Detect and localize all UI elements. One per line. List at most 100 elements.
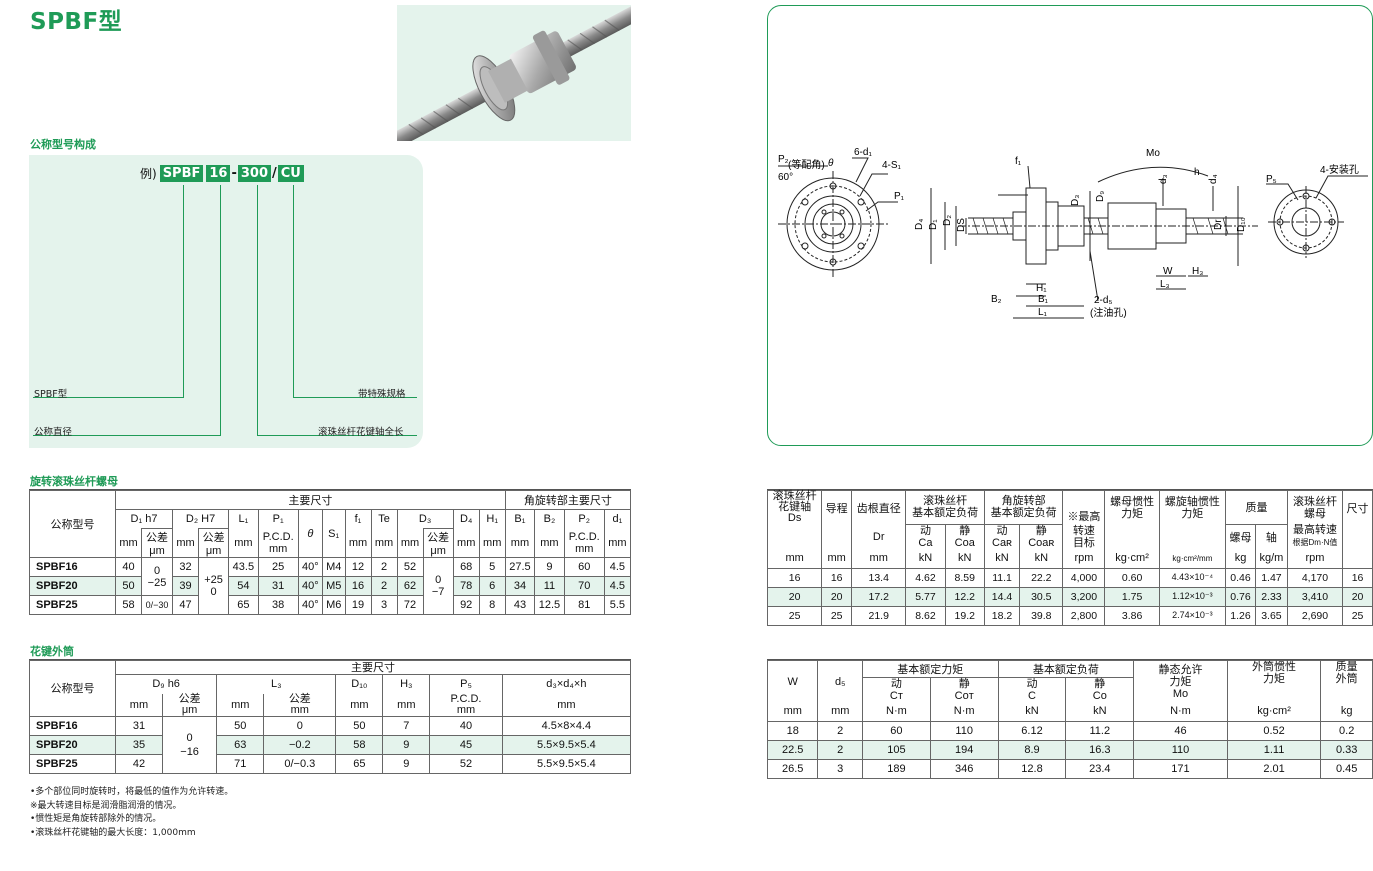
u-h1: mm [478, 528, 506, 558]
dim-H3: H₃ [1192, 266, 1203, 277]
dim-4s1: 4-S₁ [882, 160, 902, 171]
product-photo [397, 5, 631, 141]
dim-D9: D₉ [1095, 191, 1106, 202]
dim-6d1: 6-d₁ [854, 147, 872, 158]
dim-equal-angle: (等配角) [788, 158, 825, 171]
th-h1: H₁ [478, 509, 506, 529]
dim-h: h [1194, 167, 1200, 178]
dim-f1: f₁ [1015, 156, 1022, 167]
dim-D1: D₁ [928, 219, 939, 230]
nut-table-rule [29, 489, 631, 491]
u-d4: mm [452, 528, 480, 558]
nut-dimensions-table: 公称型号 主要尺寸 角旋转部主要尺寸 D₁ h7 D₂ H7 L₁ P₁ θ S… [29, 490, 632, 615]
th-theta: θ [297, 509, 323, 558]
code-separator-dash: - [231, 166, 237, 181]
th-d3: D₃ [396, 509, 454, 529]
label-special: 带特殊规格 [358, 389, 406, 400]
th-b2: B₂ [534, 509, 565, 529]
dim-L1: L₁ [1038, 307, 1048, 318]
dim-Dr: Dr [1213, 219, 1224, 230]
label-length: 滚珠丝杆花键轴全长 [318, 427, 404, 438]
code-length: 300 [237, 165, 272, 182]
u-d1h: mm [603, 528, 632, 558]
label-diameter: 公称直径 [34, 427, 73, 438]
dim-d4: d₄ [1208, 174, 1219, 184]
th-shaft-inertia: 螺旋轴惯性力矩 [1158, 490, 1227, 524]
code-special: CU [277, 165, 304, 182]
u-b1: mm [504, 528, 536, 558]
table-row: SPBF20 50 39 54 31 40° M5 16 2 62 78 6 3… [29, 576, 632, 596]
spline-table-heading: 花键外筒 [30, 645, 74, 658]
th-p1: P₁ [257, 509, 299, 529]
u-p1: P.C.D.mm [257, 528, 299, 558]
dim-60deg: 60° [778, 172, 793, 183]
th-model: 公称型号 [29, 490, 116, 558]
table-row: SPBF20 35 63 −0.2 58 9 45 5.5×9.5×5.4 [29, 734, 632, 755]
spline-nut-table: 公称型号 主要尺寸 D₉ h6 L₃ D₁₀ H₃ P₅ d₃×d₄×h mm … [29, 660, 632, 774]
dim-D10: D₁₀ [1236, 217, 1247, 232]
leader-line-diameter [33, 185, 221, 436]
dim-W: W [1163, 266, 1173, 277]
note-1: •多个部位同时旋转时，将最低的值作为允许转速。 [30, 787, 234, 797]
load-table-rule [767, 659, 1373, 661]
u-te: mm [370, 528, 398, 558]
dim-D4: D₄ [914, 219, 925, 230]
leader-line-special [293, 185, 417, 398]
dimension-drawing: P₂ (等配角) 60° θ 6-d₁ 4-S₁ P₁ [778, 147, 1368, 319]
th-p2: P₂ [563, 509, 605, 529]
dim-d3: d₃ [1158, 174, 1169, 184]
config-panel [29, 155, 423, 448]
th-d1: D₁ h7 [115, 509, 173, 529]
th-mass: 质量 [1225, 490, 1288, 525]
label-model: SPBF型 [34, 389, 68, 400]
dim-B1: B₁ [1038, 294, 1049, 305]
page-title: SPBF型 [30, 9, 123, 35]
u-f1: mm [344, 528, 372, 558]
spline-table-rule [29, 659, 631, 661]
th-bs-load: 滚珠丝杆基本额定负荷 [905, 490, 985, 525]
table-row: SPBF25 58 0/−30 47 65 38 40° M6 19 3 72 … [29, 595, 632, 615]
note-3: •惯性矩是角旋转部除外的情况。 [30, 814, 162, 824]
dim-mount-hole: 4-安装孔 [1320, 163, 1359, 176]
example-prefix: 例) [140, 167, 157, 181]
u-b2: mm [534, 528, 565, 558]
perf-table-rule [767, 489, 1373, 491]
th-bs-nut: 滚珠丝杆螺母 [1286, 490, 1344, 524]
u-d3-mm: mm [396, 528, 424, 558]
th-dr: 齿根直径 [851, 490, 907, 524]
th-dr-sym: Dr [851, 524, 907, 549]
th-s1: S₁ [321, 509, 346, 558]
dim-D3: D₃ [1070, 195, 1081, 206]
leader-line-length [257, 185, 417, 436]
u-p2: P.C.D.mm [563, 528, 605, 558]
th-nut-inertia: 螺母惯性力矩 [1104, 490, 1160, 524]
dim-H1: H₁ [1036, 283, 1047, 294]
code-series: SPBF [159, 165, 204, 182]
dimension-diagram-panel: P₂ (等配角) 60° θ 6-d₁ 4-S₁ P₁ [767, 5, 1373, 446]
th-te: Te [370, 509, 398, 529]
u-l1: mm [228, 528, 259, 558]
th-d2: D₂ H7 [171, 509, 230, 529]
table-row: SPBF25 42 71 0/−0.3 65 9 52 5.5×9.5×5.4 [29, 753, 632, 774]
dim-P5: P₅ [1266, 174, 1277, 185]
dim-D2: D₂ [942, 215, 953, 226]
dim-theta: θ [828, 158, 834, 169]
u-d2-mm: mm [171, 528, 200, 558]
u-d1-mm: mm [114, 528, 143, 558]
dim-oil-hole: (注油孔) [1090, 306, 1127, 319]
code-diameter: 16 [206, 165, 231, 182]
th-ang-load: 角旋转部基本额定负荷 [983, 490, 1064, 525]
th-max: ※最高 [1062, 490, 1106, 524]
